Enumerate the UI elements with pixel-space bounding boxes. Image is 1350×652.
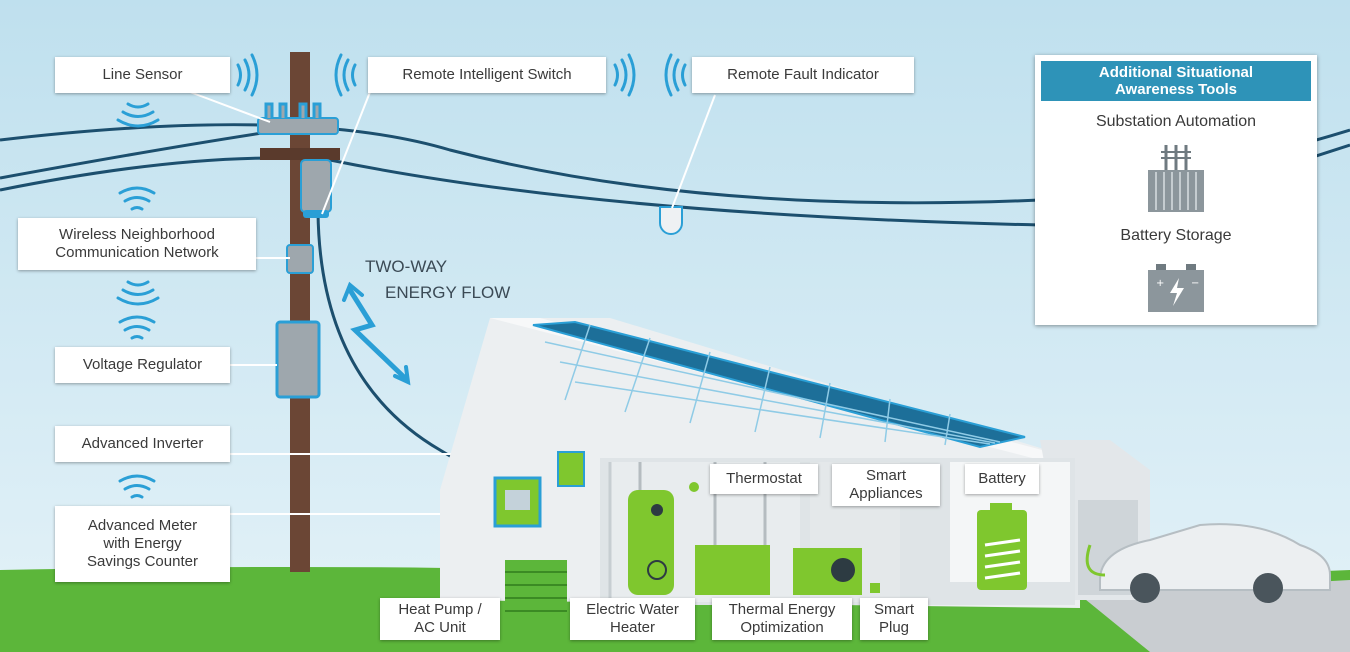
tool-battery-storage: Battery Storage	[1120, 227, 1232, 244]
panel-title: Additional Situational Awareness Tools	[1041, 61, 1311, 101]
two-way-energy-flow-text: TWO-WAY ENERGY FLOW	[365, 257, 511, 302]
label-remote-intelligent-switch: Remote Intelligent Switch	[368, 57, 606, 93]
label-line-sensor: Line Sensor	[55, 57, 230, 93]
label-remote-fault-indicator: Remote Fault Indicator	[692, 57, 914, 93]
solar-panel-icon	[532, 320, 1026, 449]
label-advanced-inverter: Advanced Inverter	[55, 426, 230, 462]
battery-icon: + −	[1148, 264, 1204, 312]
label-battery: Battery	[965, 464, 1039, 494]
label-thermal-energy-optimization: Thermal Energy Optimization	[712, 598, 852, 640]
svg-text:+: +	[1156, 278, 1164, 289]
house-devices	[493, 451, 1027, 625]
label-heat-pump: Heat Pump / AC Unit	[380, 598, 500, 640]
label-smart-plug: Smart Plug	[860, 598, 928, 640]
car-icon	[1085, 523, 1331, 603]
utility-pole	[257, 52, 340, 572]
label-electric-water-heater: Electric Water Heater	[570, 598, 695, 640]
situational-awareness-panel: Additional Situational Awareness Tools S…	[1035, 55, 1317, 325]
fault-indicator-device	[659, 206, 683, 235]
label-thermostat: Thermostat	[710, 464, 818, 494]
two-way-arrow-icon	[342, 281, 411, 386]
label-wireless-network: Wireless Neighborhood Communication Netw…	[18, 218, 256, 270]
label-smart-appliances: Smart Appliances	[832, 464, 940, 506]
svg-text:−: −	[1191, 278, 1199, 289]
transformer-icon	[1148, 145, 1204, 212]
label-voltage-regulator: Voltage Regulator	[55, 347, 230, 383]
tool-substation-automation: Substation Automation	[1095, 113, 1257, 130]
wifi-icon	[116, 53, 687, 499]
label-advanced-meter: Advanced Meter with Energy Savings Count…	[55, 506, 230, 582]
